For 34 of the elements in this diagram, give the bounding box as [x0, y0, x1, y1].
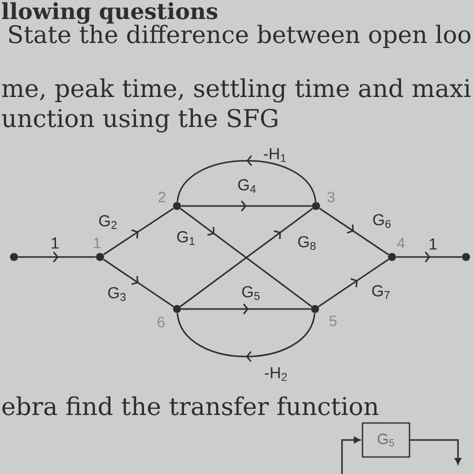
junction-dot — [96, 253, 104, 261]
gain-label: 1 — [430, 238, 437, 250]
gain-label: G$_{4}$ — [238, 179, 256, 193]
block-box: G$_{5}$ — [362, 422, 410, 458]
node-number: 6 — [158, 316, 165, 328]
junction-dot — [312, 202, 320, 210]
question-text: State the difference between open loo — [9, 24, 470, 48]
node-number: 5 — [329, 316, 337, 326]
gain-label: G$_{8}$ — [298, 236, 316, 250]
signal-arrow — [341, 436, 360, 474]
gain-label: -H$_{1}$ — [264, 148, 286, 162]
signal-arrow — [410, 439, 462, 464]
gain-label: -H$_{2}$ — [264, 367, 287, 381]
gain-label: G$_{6}$ — [373, 214, 391, 228]
junction-dot — [10, 253, 18, 261]
junction-dot — [462, 253, 470, 261]
question-text: unction using the SFG — [2, 108, 278, 132]
gain-label: G$_{1}$ — [177, 231, 195, 245]
question-text: me, peak time, settling time and maxi — [2, 78, 471, 102]
gain-label: G$_{5}$ — [242, 286, 260, 300]
node-number: 3 — [327, 192, 335, 202]
node-number: 1 — [94, 238, 100, 248]
section-heading: llowing questions — [2, 2, 218, 24]
question-text: ebra find the transfer function — [2, 396, 378, 416]
node-number: 2 — [158, 192, 166, 202]
gain-label: G$_{7}$ — [372, 285, 390, 299]
junction-dot — [388, 253, 396, 261]
junction-dot — [173, 305, 181, 313]
junction-dot — [311, 305, 319, 313]
node-number: 4 — [397, 238, 405, 248]
junction-dot — [173, 202, 181, 210]
gain-label: G$_{2}$ — [99, 215, 117, 229]
gain-label: 1 — [52, 238, 59, 248]
gain-label: G$_{3}$ — [108, 287, 126, 301]
